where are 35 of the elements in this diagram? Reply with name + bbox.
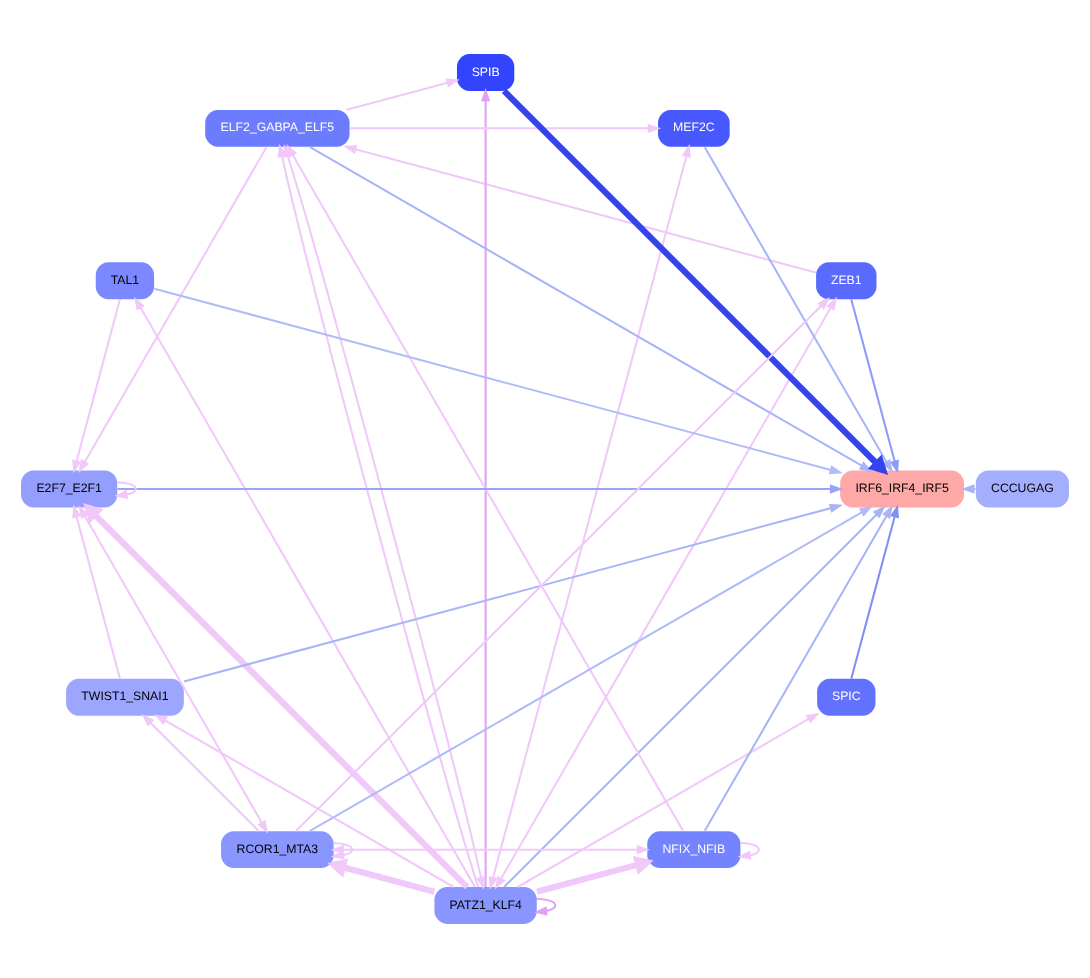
arrow <box>330 842 354 860</box>
arrow <box>850 298 900 474</box>
arrow <box>309 505 873 832</box>
arrow <box>134 296 476 888</box>
arrow <box>78 146 268 473</box>
arrow <box>309 146 873 473</box>
arrow <box>72 504 121 680</box>
arrow <box>349 123 662 133</box>
arrow <box>183 503 843 683</box>
arrow <box>141 713 260 832</box>
arrow <box>536 855 654 895</box>
arrow <box>703 505 893 832</box>
arrow <box>346 78 460 111</box>
arrow <box>517 712 820 888</box>
arrow <box>330 845 650 855</box>
arrow <box>488 143 691 891</box>
arrow <box>154 714 455 888</box>
arrow <box>494 296 838 890</box>
arrow <box>737 841 760 860</box>
arrow <box>78 505 269 834</box>
arrow <box>533 897 557 916</box>
arrow <box>327 858 436 895</box>
arrow <box>503 505 886 888</box>
arrow <box>703 146 893 473</box>
arrow <box>501 88 889 475</box>
arrow <box>850 504 900 680</box>
arrow <box>286 144 685 832</box>
arrow <box>114 481 137 500</box>
arrow <box>117 484 844 494</box>
arrow <box>295 297 831 832</box>
arrow <box>83 503 470 890</box>
arrow <box>72 298 121 474</box>
arrow <box>154 287 843 475</box>
arrow <box>480 88 491 887</box>
arrow <box>343 144 816 274</box>
